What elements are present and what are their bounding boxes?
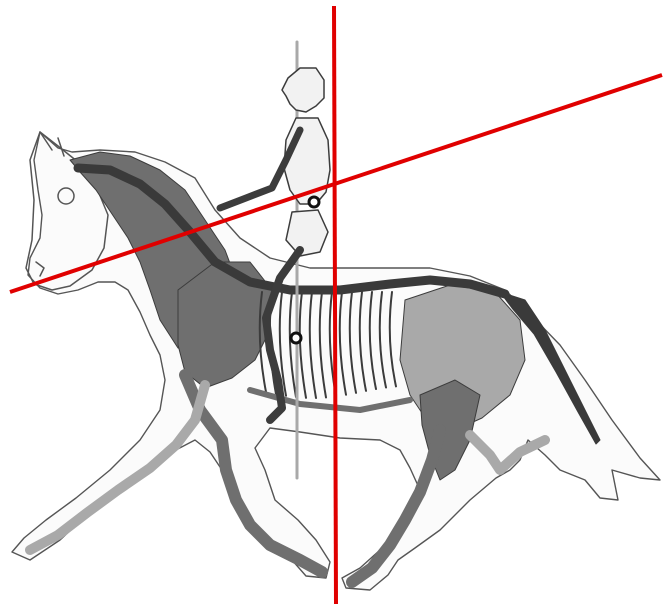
horse-center-marker [291, 333, 301, 343]
rider-center-marker [309, 197, 319, 207]
vertical-axis-line [334, 6, 336, 604]
rider-pelvis [286, 210, 328, 256]
rider-skull [282, 68, 324, 112]
